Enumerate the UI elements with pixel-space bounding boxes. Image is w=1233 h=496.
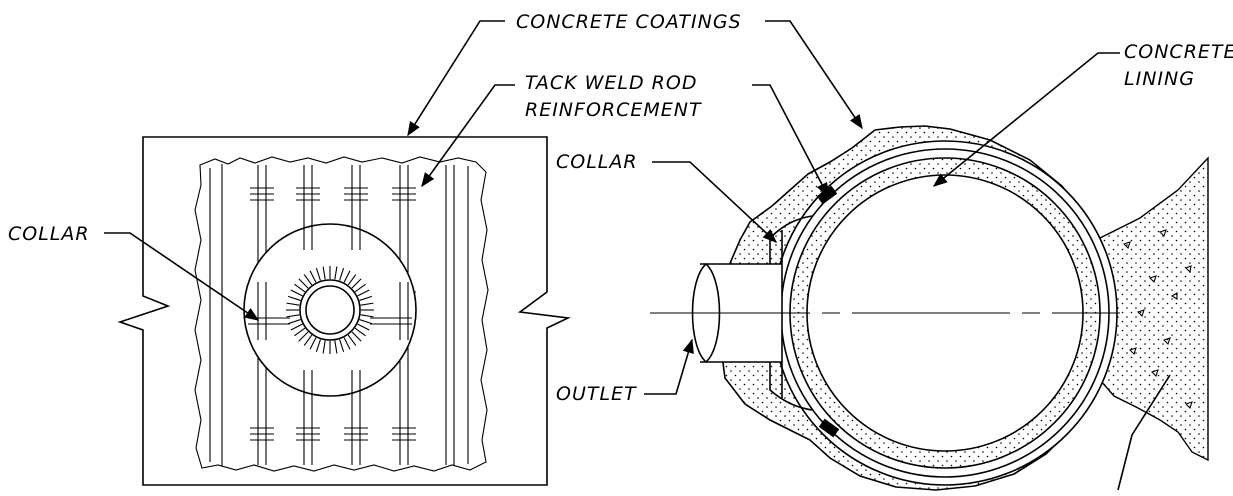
label-tack-weld-line2: REINFORCEMENT — [525, 99, 702, 121]
sunburst-tick — [354, 283, 366, 293]
sunburst-tick — [290, 323, 303, 331]
outlet-ring-outer — [299, 279, 361, 341]
label-concrete-lining-line2: LINING — [1124, 68, 1195, 90]
sunburst-tick — [354, 327, 366, 337]
label-collar-right: COLLAR — [556, 151, 638, 173]
sunburst-tick — [322, 340, 326, 354]
sunburst-tick — [347, 274, 357, 286]
label-concrete-lining-line1: CONCRETE — [1124, 41, 1233, 63]
sunburst-tick — [339, 267, 345, 281]
front-view — [117, 136, 571, 486]
sunburst-tick — [294, 283, 306, 293]
sunburst-tick — [334, 340, 338, 354]
sunburst-tick — [287, 295, 301, 301]
outlet-pipe-end — [691, 262, 721, 364]
sunburst-tick — [303, 334, 313, 346]
sunburst-tick — [351, 278, 362, 289]
sunburst-tick — [343, 337, 351, 350]
sunburst-tick — [359, 319, 373, 325]
label-collar-left: COLLAR — [8, 223, 90, 245]
sunburst-tick — [357, 323, 370, 331]
sunburst-tick — [286, 314, 300, 318]
collar-lower — [769, 362, 813, 411]
sunburst-tick — [359, 295, 373, 301]
sunburst-tick — [351, 331, 362, 342]
sunburst-tick — [309, 337, 317, 350]
sunburst-tick — [322, 266, 326, 280]
label-outlet: OUTLET — [556, 383, 637, 405]
sunburst-tick — [343, 270, 351, 283]
outlet-ring-inner — [305, 285, 355, 335]
sunburst-tick — [347, 334, 357, 346]
sunburst-tick — [360, 302, 374, 306]
label-concrete-coatings: CONCRETE COATINGS — [516, 11, 742, 33]
sunburst-tick — [290, 289, 303, 297]
sunburst-tick — [298, 278, 309, 289]
sunburst-tick — [298, 331, 309, 342]
sunburst-welds — [286, 266, 374, 354]
concrete-block-outline — [117, 136, 571, 486]
weld-rod-bottom — [818, 418, 840, 438]
sunburst-tick — [287, 319, 301, 325]
sunburst-tick — [334, 266, 338, 280]
sunburst-tick — [294, 327, 306, 337]
soil-aggregate — [1122, 229, 1193, 410]
section-view — [650, 125, 1209, 491]
sunburst-tick — [357, 289, 370, 297]
sunburst-tick — [303, 274, 313, 286]
label-tack-weld-line1: TACK WELD ROD — [525, 72, 697, 94]
leaders — [104, 20, 1171, 491]
soil-mass — [1099, 156, 1209, 462]
sunburst-tick — [286, 302, 300, 306]
sunburst-tick — [315, 339, 321, 353]
sunburst-tick — [315, 267, 321, 281]
sunburst-tick — [339, 339, 345, 353]
sunburst-tick — [309, 270, 317, 283]
sunburst-tick — [360, 314, 374, 318]
rough-edge — [194, 156, 489, 472]
